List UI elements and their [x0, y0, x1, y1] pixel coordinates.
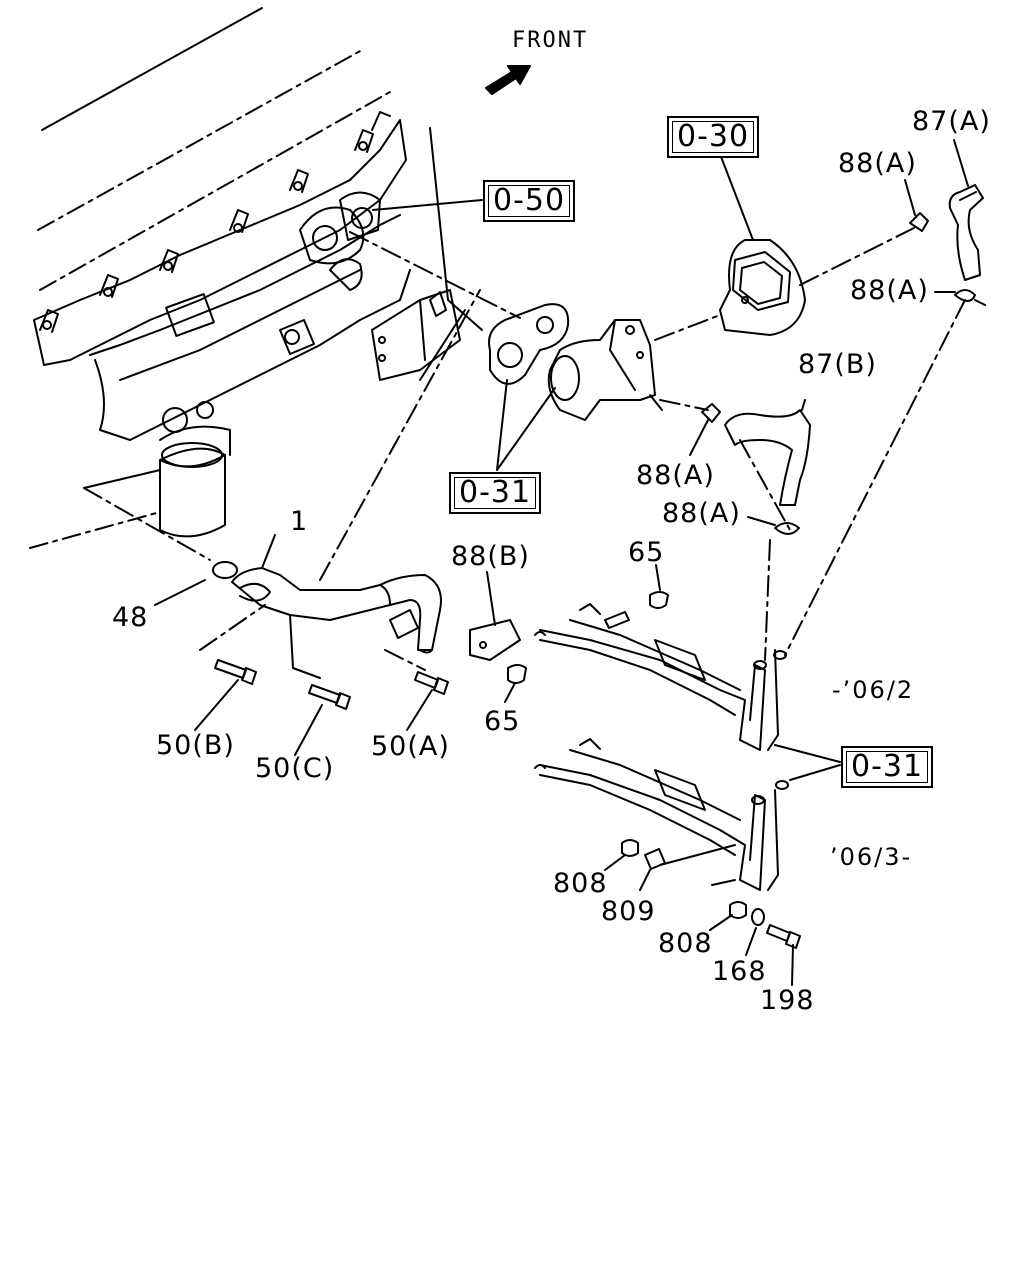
- leader-lines: [154, 139, 969, 986]
- ref-box-0-30[interactable]: 0-30: [667, 116, 760, 158]
- ref-box-0-31-top[interactable]: 0-31: [449, 472, 542, 514]
- part-label-65-top: 65: [628, 537, 665, 568]
- part-label-50b: 50(B): [156, 730, 235, 761]
- serial-range-upto: -’06/2: [832, 676, 915, 704]
- engine-block: [29, 7, 483, 561]
- part-label-88a-1: 88(A): [838, 148, 917, 179]
- alignment-lines: [199, 227, 966, 671]
- part-label-198: 198: [760, 985, 815, 1016]
- pipe-assembly-from-06-3: [534, 738, 789, 891]
- thermostat-housing: [719, 239, 806, 336]
- part-label-88b: 88(B): [451, 541, 530, 572]
- part-label-48: 48: [112, 602, 149, 633]
- clamp-88a: [701, 212, 986, 535]
- part-label-809: 809: [601, 896, 656, 927]
- ref-box-0-31-bottom[interactable]: 0-31: [841, 746, 934, 788]
- part-label-808-1: 808: [553, 868, 608, 899]
- front-direction-label: FRONT: [512, 28, 589, 53]
- part-label-168: 168: [712, 956, 767, 987]
- part-label-87b: 87(B): [798, 349, 877, 380]
- bolts: [214, 591, 801, 949]
- ref-box-0-50[interactable]: 0-50: [483, 180, 576, 222]
- water-pump-body: [547, 319, 663, 421]
- part-label-87a: 87(A): [912, 106, 991, 137]
- part-label-1: 1: [290, 506, 309, 537]
- part-label-50c: 50(C): [255, 753, 335, 784]
- pipe-assembly-upto-06-2: [534, 603, 787, 751]
- water-pump-gasket: [488, 303, 570, 385]
- part-label-88a-4: 88(A): [662, 498, 741, 529]
- hose-87b: [724, 409, 811, 506]
- part-label-808-2: 808: [658, 928, 713, 959]
- serial-range-from: ’06/3-: [830, 843, 913, 871]
- water-pipe-1: [212, 561, 521, 661]
- front-arrow-icon: [485, 65, 531, 95]
- part-label-65-bottom: 65: [484, 706, 521, 737]
- hose-87a: [948, 184, 984, 281]
- part-label-88a-2: 88(A): [850, 275, 929, 306]
- part-label-88a-3: 88(A): [636, 460, 715, 491]
- part-label-50a: 50(A): [371, 731, 450, 762]
